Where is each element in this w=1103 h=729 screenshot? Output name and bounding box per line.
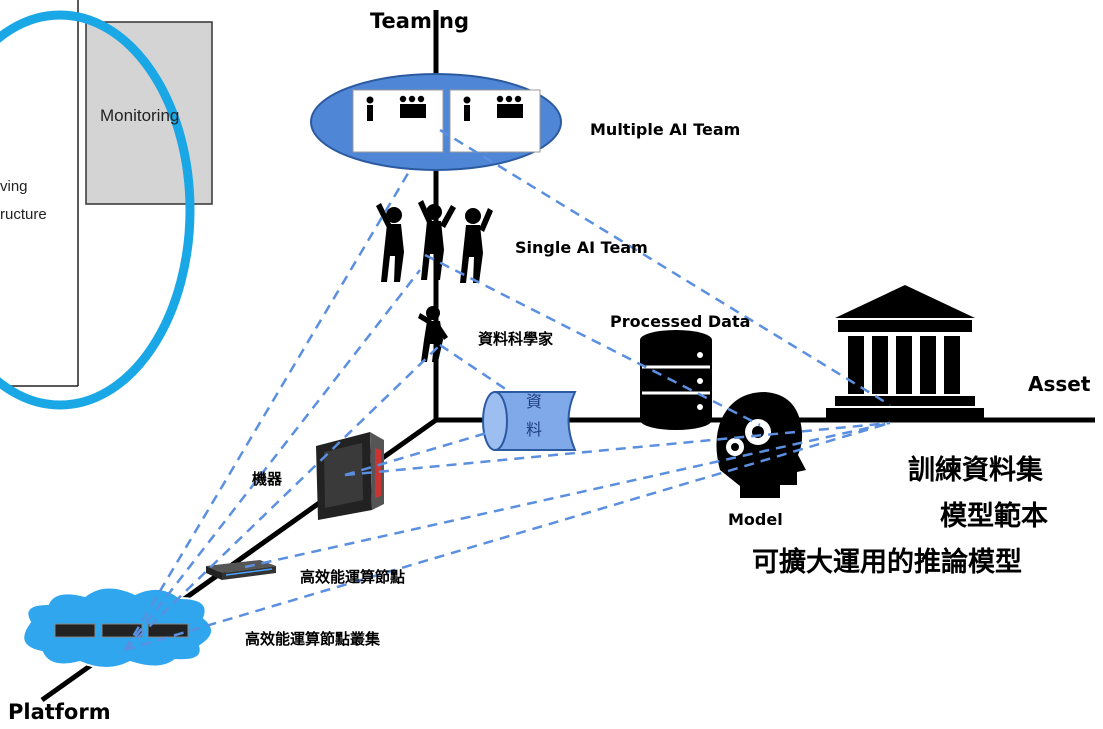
cyan-ring [0,10,195,410]
label-machine: 機器 [252,470,283,488]
fragment-text-line2: ructure [0,206,47,223]
team-card-figures [366,95,523,121]
axis-label-teaming: Teaming [370,9,470,33]
bank-icon [826,285,984,418]
asset-output-inference-model: 可擴大運用的推論模型 [752,547,1022,578]
data-scroll [482,391,577,451]
hpc-cluster-cloud [22,586,213,669]
monitoring-label: Monitoring [100,106,180,125]
label-single-ai-team: Single AI Team [515,238,648,257]
machine-icon [316,432,384,520]
asset-output-model-template: 模型範本 [940,501,1048,532]
label-hpc-cluster: 高效能運算節點叢集 [245,630,381,648]
label-model: Model [728,510,783,529]
axis-label-platform: Platform [8,700,111,724]
label-multiple-ai-team: Multiple AI Team [590,120,741,139]
label-data-scientist: 資料科學家 [478,330,554,348]
label-data-scroll: 資料 [526,392,543,439]
team-card-2 [449,89,541,153]
model-head-icon [716,392,806,498]
left-fragment [0,0,213,410]
dashed-connectors [123,128,891,652]
axis-label-asset: Asset [1028,372,1091,396]
database-icon [640,330,712,430]
label-processed-data: Processed Data [610,312,751,331]
asset-output-training-dataset: 訓練資料集 [908,455,1043,486]
scientist-icon [418,306,448,362]
label-hpc-node: 高效能運算節點 [300,568,406,586]
hpc-node-icon [206,560,276,580]
team-card-1 [352,89,444,153]
fragment-text-line1: ving [0,178,28,195]
single-team-icon [376,200,493,283]
